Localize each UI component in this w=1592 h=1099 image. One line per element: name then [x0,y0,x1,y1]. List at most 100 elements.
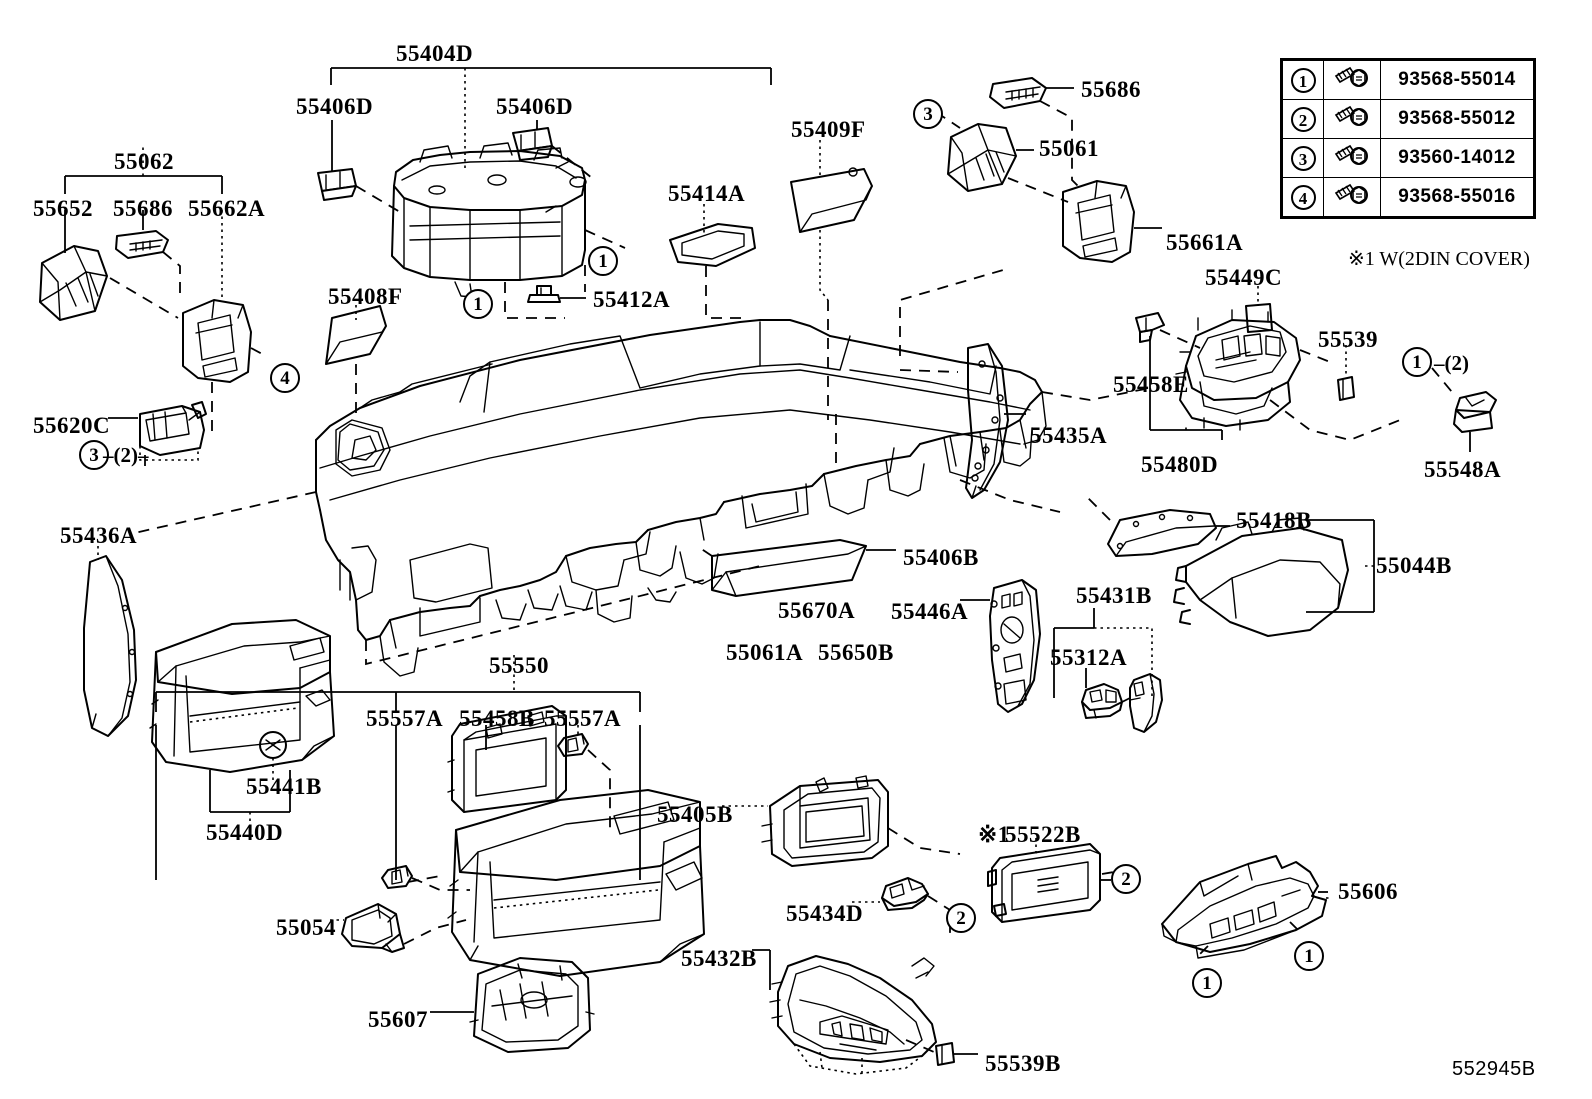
callout-circle-1: 1 [588,246,618,276]
part-55412A [527,285,586,303]
legend-number-cell: 1 [1282,60,1324,100]
part-label-55458B: 55458B [459,706,535,731]
part-label-55440D: 55440D [206,820,284,845]
part-55406B [711,539,896,597]
callout-circle-3: 3 [79,440,109,470]
part-label-55054: 55054 [276,915,336,940]
part-55652 [39,245,108,321]
legend-number-circle: 1 [1290,67,1316,93]
part-label-55061A: 55061A [726,640,804,665]
part-55548A [1431,367,1497,452]
part-label-55550: 55550 [489,653,549,678]
part-55539B [935,1042,978,1066]
part-label-55449C: 55449C [1205,265,1283,290]
diagram-id: 552945B [1452,1058,1536,1080]
legend-part-number: 93568-55012 [1380,99,1534,139]
part-55522B [987,838,1101,923]
part-55408F [325,305,387,414]
part-label-55539B: 55539B [985,1051,1061,1076]
part-55557A-left [381,865,413,889]
callout-circle-1: 1 [1192,968,1222,998]
part-label-55431B: 55431B [1076,583,1152,608]
callout-circle-4: 4 [270,363,300,393]
part-55661A [1062,180,1162,263]
part-label-55434D: 55434D [786,901,864,926]
part-label-55406D-right: 55406D [496,94,574,119]
part-label-55044B: 55044B [1376,553,1452,578]
part-55312A [1081,683,1123,719]
part-55434D [852,877,929,911]
group-55044B [1306,519,1375,613]
part-label-55607: 55607 [368,1007,428,1032]
star-mark-star-55522B: ※1 [978,822,1010,847]
part-55406D-right [512,127,553,161]
part-label-55405B: 55405B [657,802,733,827]
part-label-55061: 55061 [1039,136,1099,161]
part-label-55432B: 55432B [681,946,757,971]
legend-number-cell: 4 [1282,177,1324,217]
quantity-qty-2-left: –(2)– [103,443,149,467]
group-55550 [155,655,641,880]
part-55044B [1173,517,1349,637]
part-label-55539: 55539 [1318,327,1378,352]
part-55409F [790,140,873,420]
callout-circle-2: 2 [1111,864,1141,894]
part-label-55662A: 55662A [188,196,266,221]
part-55557A-right [557,733,589,757]
part-label-55414A: 55414A [668,181,746,206]
part-55446A [960,579,1041,713]
part-label-55606: 55606 [1338,879,1398,904]
part-55480D [1175,309,1301,431]
part-label-55446A: 55446A [891,599,969,624]
part-label-55480D: 55480D [1141,452,1219,477]
part-55418B [1107,509,1230,557]
part-55449C [1245,286,1273,333]
part-55686-top [989,77,1074,109]
screw-icon [1323,138,1381,178]
part-55436A [83,546,137,737]
legend-row: 3 93560-14012 [1282,138,1534,178]
legend-number-circle: 3 [1290,145,1316,171]
part-55404D-body [391,142,587,298]
part-label-55406D-left: 55406D [296,94,374,119]
callout-circle-1: 1 [1294,941,1324,971]
legend-row: 2 93568-55012 [1282,99,1534,139]
part-label-55670A: 55670A [778,598,856,623]
part-55405B [722,775,889,867]
part-55686-left [115,230,169,259]
part-label-55312A: 55312A [1050,645,1128,670]
part-55431B [1129,673,1163,733]
part-55435A [899,343,1026,499]
group-55404D [330,67,772,175]
part-label-55650B: 55650B [818,640,894,665]
part-label-55418B: 55418B [1236,508,1312,533]
part-55607 [430,957,595,1053]
legend-number-cell: 3 [1282,138,1324,178]
part-label-55436A: 55436A [60,523,138,548]
part-55414A [669,204,756,319]
screw-icon [1323,99,1381,139]
part-label-55458E: 55458E [1113,372,1189,397]
part-label-55522B: 55522B [1005,822,1081,847]
part-label-55661A: 55661A [1166,230,1244,255]
screw-icon [1323,177,1381,217]
part-55054 [330,903,405,953]
part-55061 [947,123,1034,192]
callout-circle-3: 3 [913,99,943,129]
part-55432B [752,949,937,1075]
legend-number-circle: 2 [1290,106,1316,132]
callout-circle-1: 1 [1402,347,1432,377]
legend-part-number: 93568-55016 [1380,177,1534,217]
part-55662A [182,299,252,383]
part-label-55404D: 55404D [396,41,474,66]
part-label-55412A: 55412A [593,287,671,312]
part-label-55557A-left: 55557A [366,706,444,731]
part-label-55686-left: 55686 [113,196,173,221]
part-55406D-left [317,168,357,201]
legend-part-number: 93560-14012 [1380,138,1534,178]
part-label-55686-top: 55686 [1081,77,1141,102]
callout-circle-1: 1 [463,289,493,319]
